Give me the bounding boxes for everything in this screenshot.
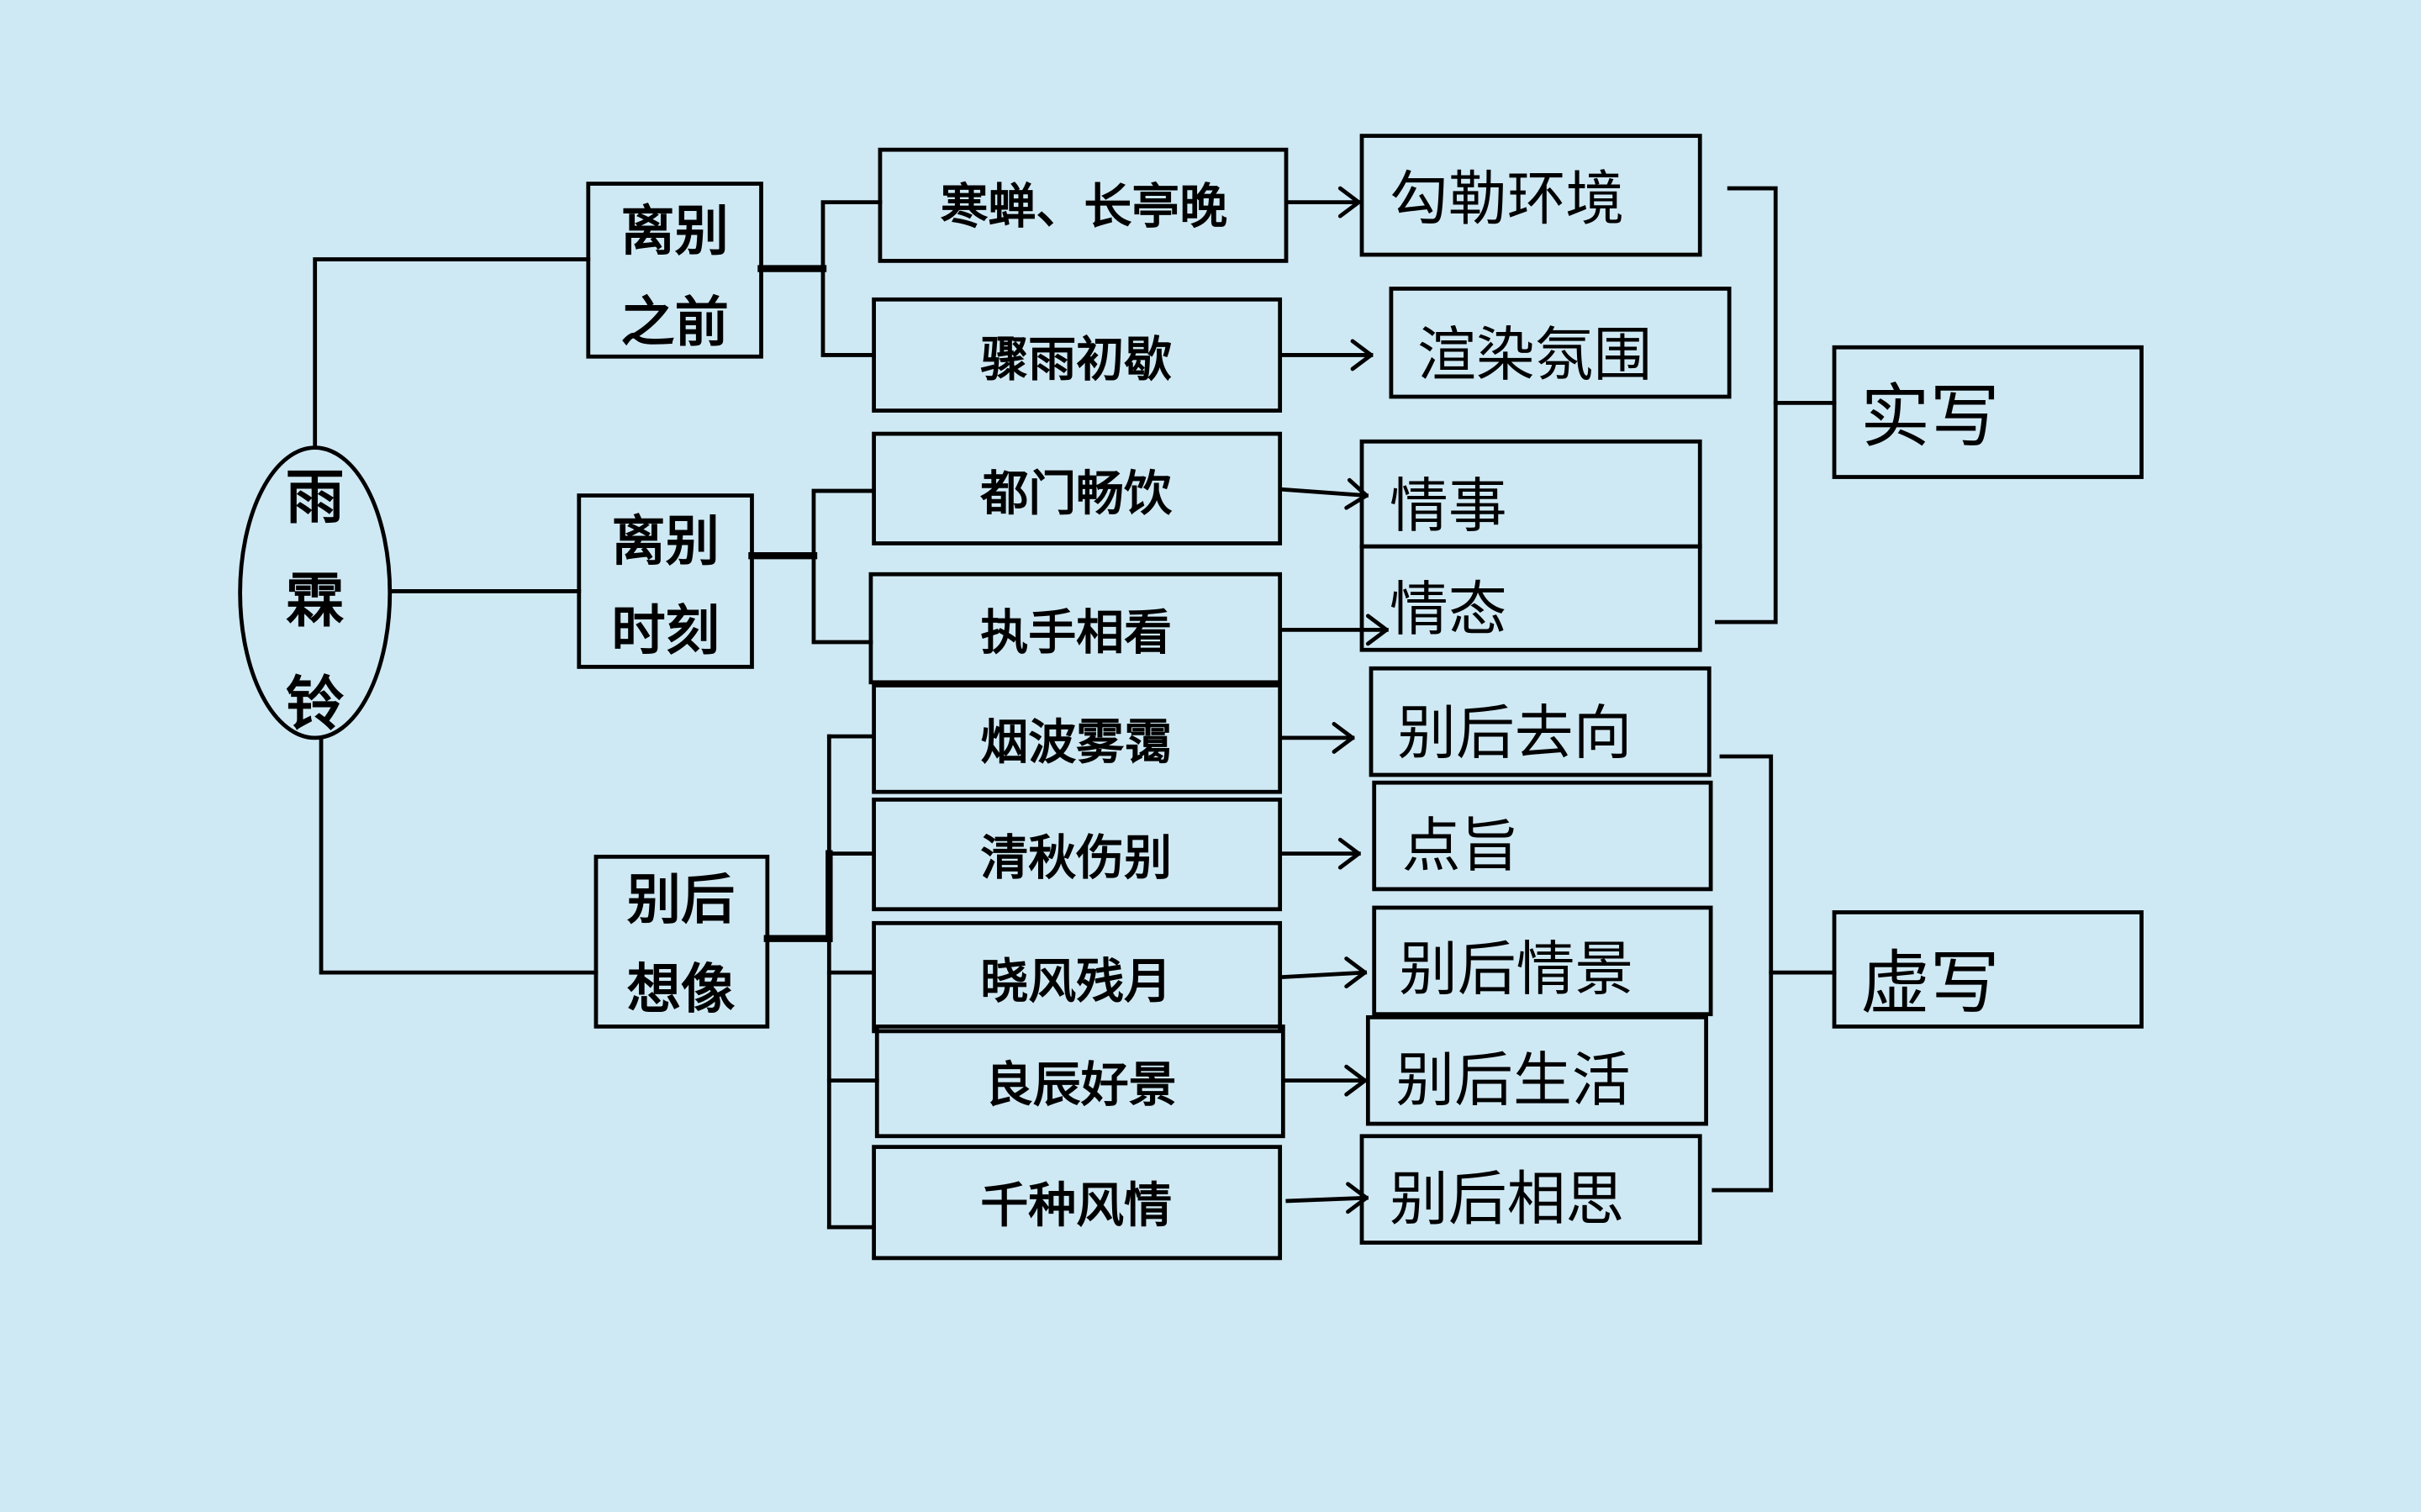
title-node: 雨 霖 铃 [238,445,393,740]
arrow-head [1344,477,1369,510]
scene-label: 清秋伤别 [980,830,1172,886]
scene-label: 千种风情 [980,1177,1172,1233]
section-label-line: 别后 [627,868,736,931]
function-label: 渲染氛围 [1417,321,1652,389]
function-label: 点旨 [1402,812,1520,880]
scene-label: 烟波雾霭 [980,714,1172,770]
section-label-line: 想像 [627,958,736,1021]
function-box [1389,287,1732,399]
scene-label: 执手相看 [980,605,1172,661]
arrow-head [1344,956,1368,989]
connector-line [313,257,591,450]
arrow-head [1337,837,1361,870]
scene-label: 晓风残月 [980,954,1172,1009]
section-label-line: 离别 [620,200,729,263]
section-before-parting: 离别 之前 寒蝉、长亭晚 骤雨初歇 勾勒环境 渲染氛围 [586,134,1732,413]
function-box [1359,134,1702,257]
arrow-shaft [1285,1195,1369,1204]
function-box [1372,905,1713,1017]
category-box [1832,345,2144,479]
arrow-shaft [1279,970,1368,980]
bracket-line [1715,186,1778,624]
branch-line [811,488,876,645]
category-box [1832,910,2144,1029]
arrow-shaft [1279,487,1369,498]
scene-box [878,147,1289,263]
arrow-head [1337,186,1361,219]
title-char: 铃 [286,670,345,739]
scene-label: 都门畅饮 [979,466,1173,522]
category-label: 实写 [1860,377,1999,457]
arrow-head [1350,339,1374,371]
connector-line [319,735,599,975]
scene-label: 良辰好景 [985,1057,1177,1113]
title-char: 霖 [286,566,345,635]
section-box [577,493,754,669]
scene-label: 骤雨初歇 [980,332,1172,387]
arrow-head [1344,1064,1368,1097]
branch-line [820,200,883,357]
function-label: 别后生活 [1395,1046,1630,1114]
category-imagined: 虚写 [1712,754,2144,1193]
function-label: 情态 [1390,576,1507,644]
category-real: 实写 [1715,186,2144,624]
section-label-line: 离别 [611,510,720,573]
scene-label: 寒蝉、长亭晚 [941,179,1228,234]
section-moment-of-parting: 离别 时刻 都门畅饮 执手相看 情事 情态 [577,431,1702,685]
function-box [1359,1134,1702,1245]
arrow-head [1346,1182,1369,1214]
title-char: 雨 [286,462,345,531]
function-box [1369,666,1712,777]
section-after-parting: 别后 想像 烟波雾霭 清秋伤别 晓风残月 良辰好景 千种风情 别后去向 点旨 [593,666,1713,1261]
arrow-head [1365,614,1389,646]
function-label: 勾勒环境 [1390,165,1624,233]
function-box [1365,1014,1708,1126]
category-label: 虚写 [1860,943,1999,1024]
function-label: 别后情景 [1399,935,1633,1004]
function-label: 别后去向 [1397,699,1632,767]
scene-box [872,1145,1283,1261]
arrow-head [1332,722,1355,754]
section-label-line: 之前 [620,291,729,354]
function-box [1359,544,1702,652]
section-label-line: 时刻 [611,600,720,663]
function-box [1372,780,1713,892]
function-label: 情事 [1390,472,1507,540]
function-label: 别后相思 [1390,1166,1624,1234]
